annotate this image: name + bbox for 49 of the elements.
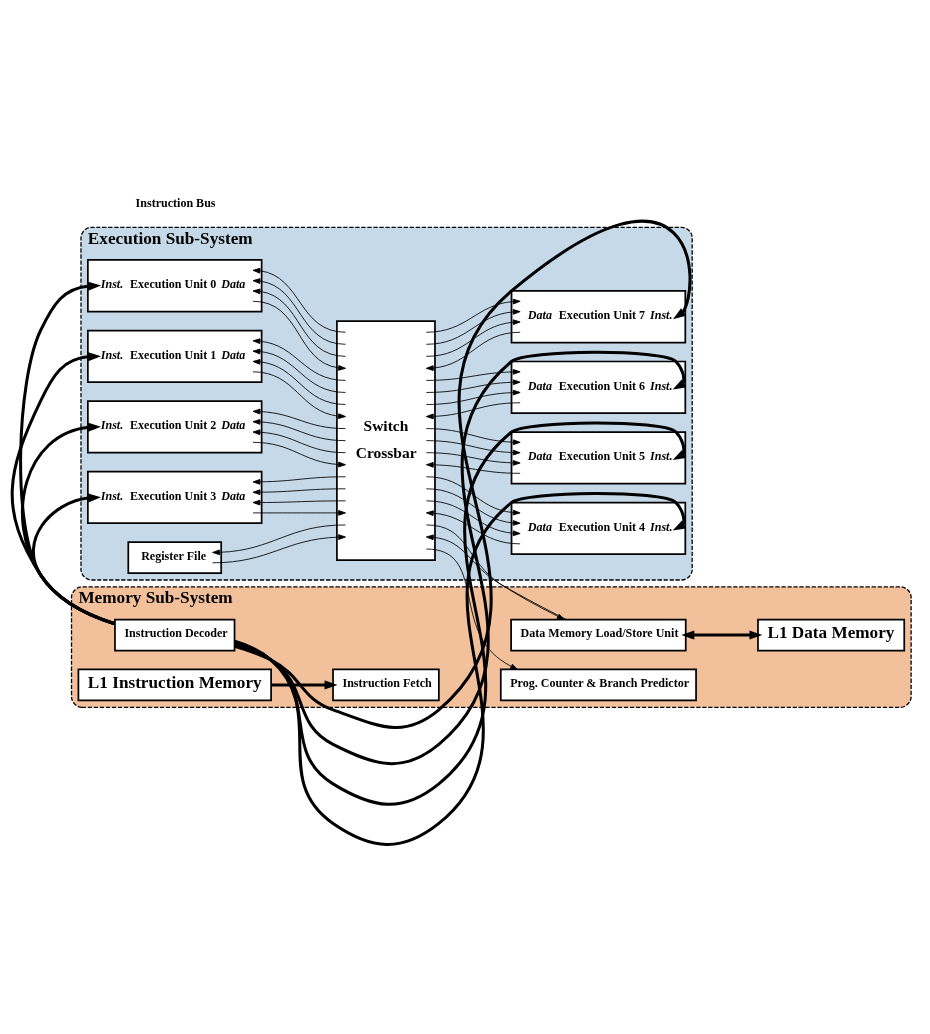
node-box: L1 Data Memory <box>757 618 906 652</box>
arrow <box>252 371 346 419</box>
arrow <box>252 419 346 442</box>
arrow <box>425 461 521 474</box>
arrow <box>425 440 521 456</box>
arrow <box>425 389 521 405</box>
arrow <box>252 499 346 506</box>
node-box: L1 Instruction Memory <box>77 668 272 702</box>
node-box: Prog. Counter & Branch Predictor <box>499 668 697 702</box>
arrow <box>425 476 521 516</box>
arrow <box>252 510 346 516</box>
arrow <box>252 359 346 405</box>
arrow <box>425 402 521 420</box>
arrow <box>212 524 346 556</box>
arrow <box>212 534 346 564</box>
arrow <box>252 348 346 393</box>
arrow <box>252 300 346 371</box>
arrow <box>252 278 346 345</box>
arrow <box>252 488 346 496</box>
arrow <box>425 510 521 545</box>
arrow <box>271 680 338 690</box>
arrow <box>425 379 521 393</box>
arrow <box>252 288 346 357</box>
arrow <box>10 352 116 626</box>
label: Instruction Bus <box>135 196 216 211</box>
arrow <box>425 331 521 371</box>
arrow <box>252 429 346 454</box>
arrow <box>425 309 521 345</box>
arrow <box>425 319 521 357</box>
arrow <box>19 281 116 626</box>
arrow <box>32 493 116 626</box>
arrow <box>252 441 346 468</box>
arrow <box>681 630 763 640</box>
node-box: Data Memory Load/Store Unit <box>510 618 687 652</box>
arrow <box>234 220 692 729</box>
arrow <box>425 488 521 526</box>
arrow <box>425 298 521 333</box>
arrow <box>425 428 521 446</box>
arrow <box>252 476 346 485</box>
node-box: Instruction Fetch <box>332 668 440 702</box>
arrow <box>425 548 518 670</box>
arrow <box>252 267 346 333</box>
arrow <box>20 422 116 626</box>
arrow <box>425 452 521 466</box>
arrow <box>252 408 346 429</box>
arrow <box>252 338 346 381</box>
node-box: Instruction Decoder <box>114 618 236 652</box>
arrow <box>425 369 521 381</box>
arrow <box>425 500 521 537</box>
